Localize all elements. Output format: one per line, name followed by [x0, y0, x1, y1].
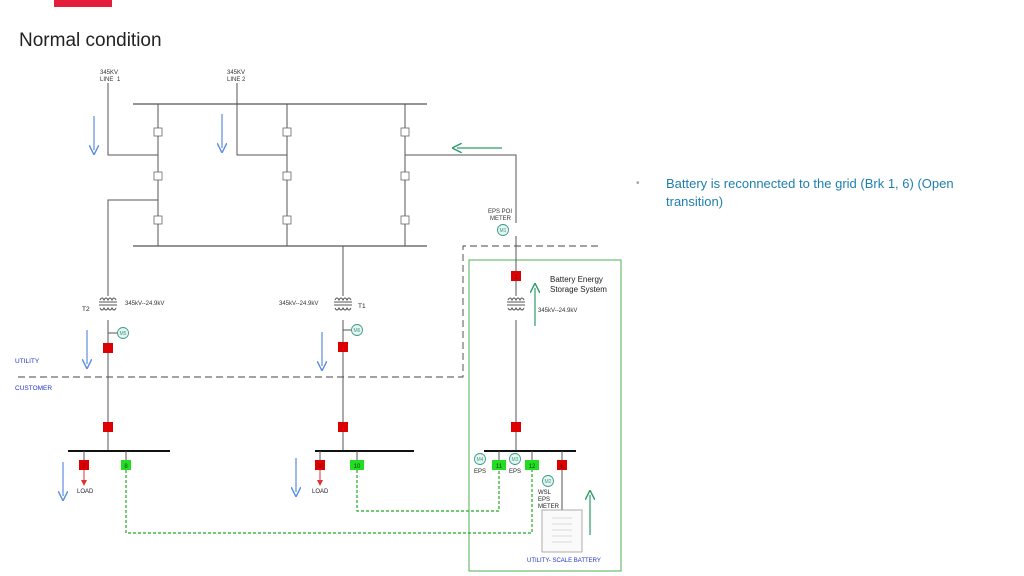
svg-text:6: 6 [560, 464, 564, 470]
svg-text:LINE: LINE [227, 77, 240, 83]
utility-label: UTILITY [15, 358, 40, 365]
breaker-12: 12 [525, 460, 539, 470]
meter-m2: M2 [542, 475, 554, 487]
svg-text:WSL: WSL [538, 490, 552, 496]
bullet-text: Battery is reconnected to the grid (Brk … [666, 176, 954, 209]
hv-breakers [153, 127, 410, 225]
t1-branch [107, 246, 352, 452]
t2-rating: 345kV--24.9kV [125, 301, 164, 307]
tie-lines [125, 470, 533, 534]
svg-text:EPS: EPS [538, 497, 550, 503]
utility-boundary-line [18, 245, 602, 378]
t1-rating: 345kV--24.9kV [279, 301, 318, 307]
breaker-bess-main [511, 422, 521, 432]
breaker-t1-hv [338, 342, 348, 352]
meter-m5: M5 [117, 327, 129, 339]
svg-text:M4: M4 [477, 457, 484, 463]
t1-name: T1 [358, 303, 366, 310]
breaker-8: 8 [121, 460, 131, 470]
svg-text:1: 1 [117, 77, 121, 83]
line2-label: 345KV LINE 2 [227, 70, 246, 83]
svg-text:Storage System: Storage System [550, 285, 607, 294]
t2-branch [99, 258, 117, 452]
bess-enclosure [468, 259, 622, 572]
load-arrows [81, 470, 323, 486]
meter-m3: M3 [509, 453, 521, 465]
svg-text:1: 1 [514, 275, 518, 281]
t2-name: T2 [82, 306, 90, 313]
green-flow-arrows [457, 148, 590, 535]
svg-text:8: 8 [124, 464, 128, 470]
wsl-eps-meter-label: WSL EPS METER [538, 490, 560, 510]
svg-text:LINE: LINE [100, 77, 113, 83]
svg-text:M3: M3 [512, 457, 519, 463]
svg-text:METER: METER [538, 504, 560, 510]
breaker-t1-main [338, 422, 348, 432]
bullet-dot-icon: • [636, 178, 640, 189]
load-label-1: LOAD [77, 489, 94, 495]
meter-m4: M4 [474, 453, 486, 465]
slide-title: Normal condition [19, 30, 162, 51]
breaker-1: 1 [511, 271, 521, 281]
svg-text:12: 12 [529, 464, 536, 470]
eps-label-2: EPS [509, 469, 521, 475]
load-label-2: LOAD [312, 489, 329, 495]
customer-label: CUSTOMER [15, 385, 52, 392]
line1-label: 345KV LINE 1 [100, 70, 121, 83]
svg-text:M5: M5 [120, 331, 127, 337]
svg-text:M1: M1 [500, 228, 507, 234]
breaker-9: 9 [315, 460, 325, 470]
breaker-7: 7 [79, 460, 89, 470]
svg-text:M6: M6 [354, 328, 361, 334]
svg-text:10: 10 [354, 464, 361, 470]
svg-text:345KV: 345KV [227, 70, 245, 76]
svg-text:7: 7 [82, 464, 86, 470]
svg-text:9: 9 [318, 464, 322, 470]
breaker-6: 6 [557, 460, 567, 470]
battery-unit [541, 509, 583, 553]
bess-label: Battery Energy Storage System [550, 275, 607, 294]
svg-text:2: 2 [242, 77, 246, 83]
bess-xfmr-rating: 345kV--24.9kV [538, 308, 577, 314]
breaker-10: 10 [350, 460, 364, 470]
bess-branch [507, 236, 525, 452]
blue-flow-arrows [63, 114, 322, 496]
svg-text:11: 11 [496, 464, 503, 470]
svg-text:Battery Energy: Battery Energy [550, 275, 603, 284]
svg-text:EPS POI: EPS POI [488, 209, 512, 215]
breaker-11: 11 [492, 460, 506, 470]
feeder-droppers [83, 451, 563, 510]
hv-bays [157, 104, 406, 246]
accent-bar [54, 0, 112, 7]
svg-text:METER: METER [490, 216, 512, 222]
breaker-t2-hv [103, 343, 113, 353]
svg-text:345KV: 345KV [100, 70, 118, 76]
svg-text:M2: M2 [545, 479, 552, 485]
breaker-t2-main [103, 422, 113, 432]
line-feeders [107, 83, 517, 258]
eps-label-1: EPS [474, 469, 486, 475]
meter-m1: M1 [497, 224, 509, 236]
utility-scale-battery-label: UTILITY- SCALE BATTERY [527, 558, 601, 564]
eps-poi-meter-label: EPS POI METER [488, 209, 512, 222]
meter-m6: M6 [351, 324, 363, 336]
